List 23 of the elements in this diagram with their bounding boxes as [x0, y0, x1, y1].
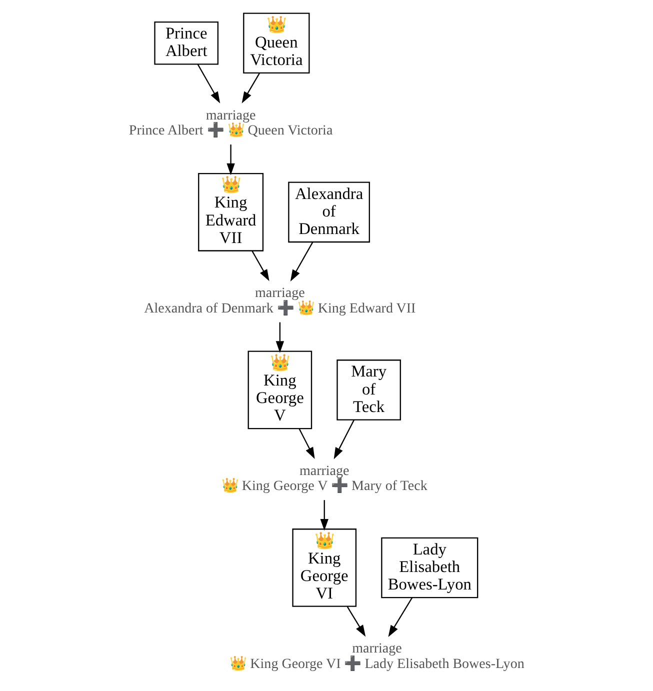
arrow — [196, 64, 220, 104]
arrow — [251, 250, 269, 282]
arrow — [290, 242, 313, 282]
node-box: 👑 King Edward VII — [198, 172, 264, 252]
node-text: marriage Alexandra of Denmark ➕ 👑 King Edward VII — [144, 285, 416, 316]
node-box: Lady Elisabeth Bowes-Lyon — [380, 537, 478, 598]
arrow — [333, 420, 354, 460]
node-box: 👑 Queen Victoria — [242, 12, 310, 74]
arrow — [298, 428, 314, 459]
node-text: marriage 👑 King George VI ➕ Lady Elisabeth Bowes-Lyon — [229, 640, 524, 672]
arrow — [320, 500, 328, 531]
node-text: marriage 👑 King George V ➕ Mary of Teck — [220, 462, 427, 494]
arrow — [241, 72, 260, 104]
arrow — [226, 144, 234, 176]
node-box: Alexandra of Denmark — [288, 182, 370, 243]
node-box: 👑 King George V — [247, 350, 312, 430]
arrow — [275, 322, 284, 353]
node-box: Mary of Teck — [336, 360, 400, 420]
arrow — [388, 597, 412, 638]
node-box: Prince Albert — [154, 22, 218, 65]
node-text: marriage Prince Albert ➕ 👑 Queen Victoria — [128, 107, 332, 138]
node-box: 👑 King George VI — [292, 528, 356, 607]
arrow — [346, 606, 366, 637]
